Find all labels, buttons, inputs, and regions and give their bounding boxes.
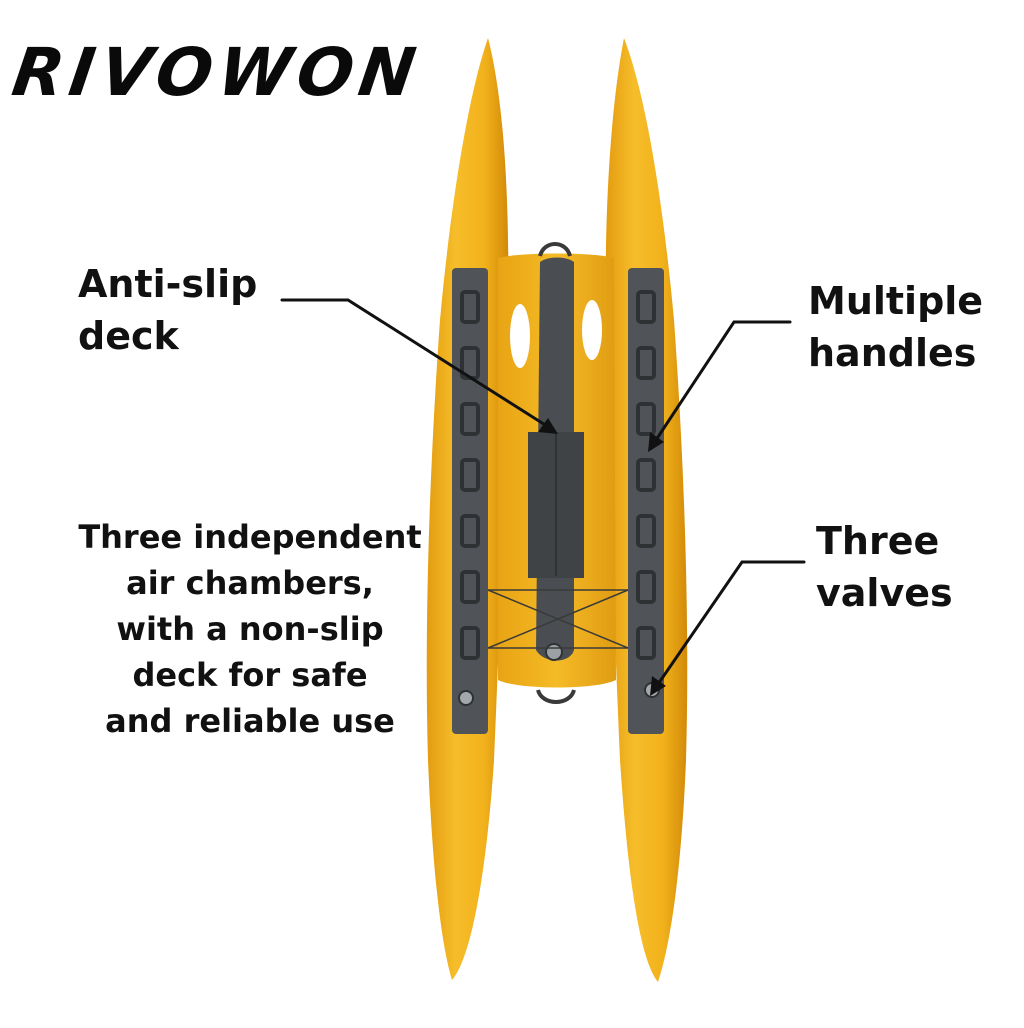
callout-air-chambers: Three independent air chambers, with a n… [78,518,422,740]
left-handle-loops [460,290,480,660]
brand-logo: RIVOWON [7,34,427,111]
callout-anti-slip-deck: Anti-slip deck [78,262,258,358]
arrowhead-valves [650,676,666,696]
arrowhead-anti-slip [538,418,558,434]
cross-straps [487,589,629,649]
top-handle [538,242,572,257]
center-valve [545,643,563,661]
left-valve [458,690,474,706]
arrowhead-handles [648,432,664,452]
arrow-handles [650,320,792,448]
arrowheads [538,418,666,696]
deck-cutout-right [582,300,602,360]
arrow-anti-slip [280,298,552,430]
left-pad-rail [452,268,488,734]
callout-arrows [280,298,806,692]
right-handle-loops [636,290,656,660]
right-pad-rail [628,268,664,734]
deck-cutout-left [510,304,530,368]
arrow-valves [652,560,806,692]
callout-multiple-handles: Multiple handles [808,279,984,375]
callout-three-valves: Three valves [816,519,953,615]
bottom-handle [536,689,576,704]
